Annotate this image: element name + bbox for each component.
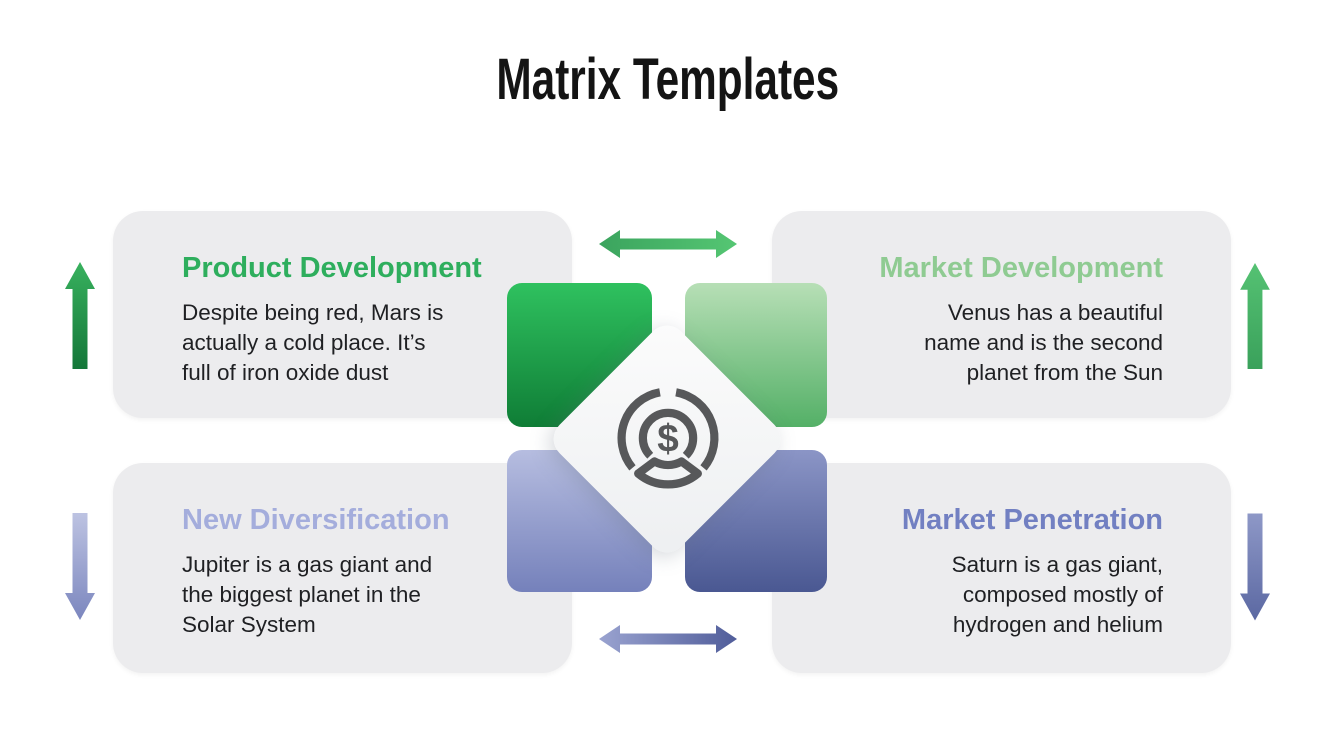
down-arrow-left-icon — [65, 513, 95, 620]
horizontal-double-arrow-top-icon — [599, 230, 737, 258]
quadrant-new-diversification: New Diversification Jupiter is a gas gia… — [113, 463, 572, 673]
page-title: Matrix Templates — [496, 47, 840, 112]
quadrant-market-development: Market Development Venus has a beautiful… — [772, 211, 1231, 418]
quadrant-title: Market Penetration — [901, 504, 1163, 536]
quadrant-body: Venus has a beautiful name and is the se… — [924, 299, 1163, 385]
up-arrow-left-icon — [65, 262, 95, 369]
quadrant-title: Product Development — [182, 252, 482, 284]
quadrant-product-development: Product Development Despite being red, M… — [113, 211, 572, 418]
down-arrow-right-icon — [1240, 513, 1270, 621]
quadrant-market-penetration: Market Penetration Saturn is a gas giant… — [772, 463, 1231, 673]
quadrant-title: New Diversification — [182, 504, 450, 536]
dollar-symbol: $ — [657, 418, 679, 461]
donut-chart-dollar-icon: $ — [617, 388, 719, 489]
up-arrow-right-icon — [1240, 263, 1270, 369]
quadrant-body: Saturn is a gas giant, composed mostly o… — [951, 551, 1163, 637]
quadrant-body: Jupiter is a gas giant and the biggest p… — [182, 551, 433, 637]
quadrant-title: Market Development — [879, 252, 1163, 284]
quadrant-body: Despite being red, Mars is actually a co… — [182, 299, 444, 385]
horizontal-double-arrow-bottom-icon — [599, 625, 737, 653]
slide-header: Matrix Templates — [0, 46, 1336, 113]
